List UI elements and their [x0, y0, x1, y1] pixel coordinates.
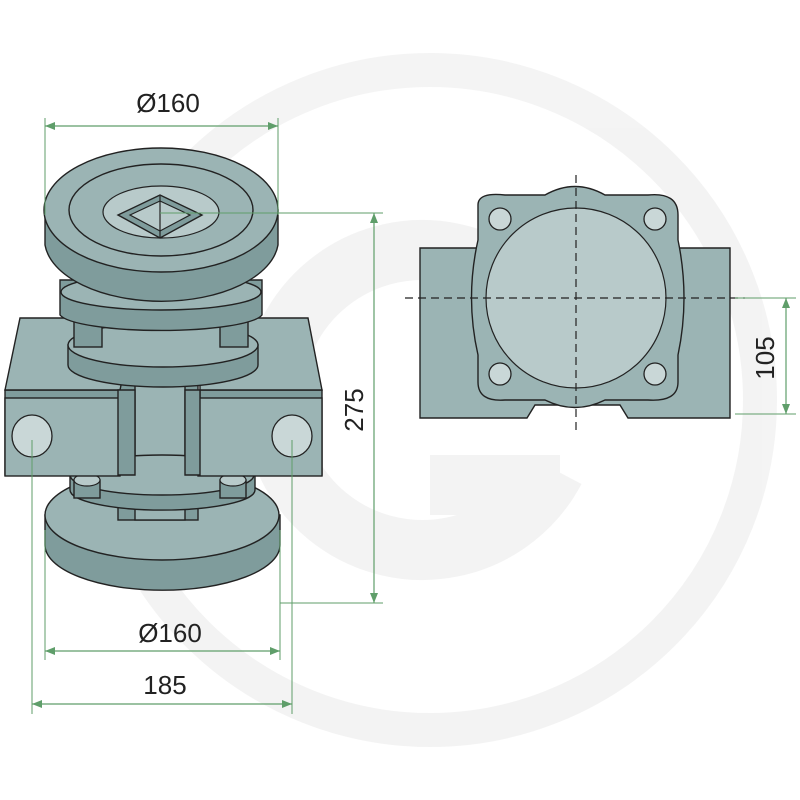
flange-hole-tl	[488, 207, 512, 231]
dimension-top-diameter: Ø160	[44, 88, 279, 215]
overall-width-label: 185	[143, 670, 186, 700]
top-diameter-label: Ø160	[136, 88, 200, 118]
flange-hole-tr	[643, 207, 667, 231]
bore-offset-label: 105	[750, 336, 780, 379]
dimension-overall-width: 185	[31, 440, 293, 714]
lower-nut-right	[219, 473, 247, 499]
flange-hole-bl	[488, 362, 512, 386]
dimension-overall-height: 275	[160, 212, 383, 604]
drive-recess	[116, 194, 204, 239]
bottom-diameter-label: Ø160	[138, 618, 202, 648]
hub-top-view	[405, 175, 745, 432]
hub-side-view	[4, 147, 323, 591]
dimension-bore-offset: 105	[735, 297, 796, 415]
overall-height-label: 275	[339, 388, 369, 431]
dimension-bottom-diameter: Ø160	[44, 530, 281, 660]
lower-nut-left	[73, 473, 101, 499]
flange-hole-br	[643, 362, 667, 386]
